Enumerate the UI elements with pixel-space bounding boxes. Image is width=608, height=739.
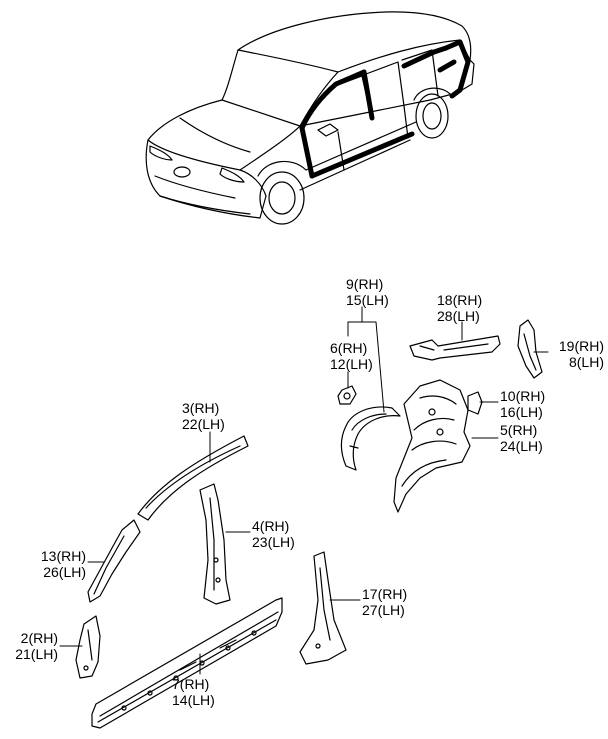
callout-rh-label: 7(RH)	[172, 676, 210, 692]
leader-lines	[59, 306, 549, 675]
part-rear-pillar-lower	[299, 551, 347, 665]
part-center-pillar	[199, 483, 231, 605]
callout-lh-label: 24(LH)	[500, 438, 543, 454]
callout-9-15: 9(RH) 15(LH)	[346, 276, 389, 308]
part-rear-quarter-inner	[393, 379, 471, 513]
callout-lh-label: 23(LH)	[252, 534, 295, 550]
callout-13-26: 13(RH) 26(LH)	[26, 548, 86, 580]
callout-18-28: 18(RH) 28(LH)	[437, 292, 482, 324]
callout-rh-label: 6(RH)	[330, 340, 368, 356]
part-rear-pillar-upper	[517, 319, 543, 379]
callout-rh-label: 19(RH)	[558, 338, 604, 354]
callout-rh-label: 9(RH)	[346, 276, 384, 292]
part-front-pillar-upper	[87, 519, 141, 603]
callout-3-22: 3(RH) 22(LH)	[182, 400, 225, 432]
part-plate-small	[467, 391, 483, 415]
callout-lh-label: 27(LH)	[362, 602, 405, 618]
callout-rh-label: 4(RH)	[252, 518, 290, 534]
callout-lh-label: 12(LH)	[330, 356, 373, 372]
callout-rh-label: 5(RH)	[500, 422, 538, 438]
callout-lh-label: 8(LH)	[568, 354, 604, 370]
part-side-sill	[91, 597, 283, 729]
callout-rh-label: 2(RH)	[20, 630, 58, 646]
callout-lh-label: 21(LH)	[15, 646, 58, 662]
highlighted-side-members	[299, 39, 471, 179]
car-illustration	[145, 11, 475, 225]
callout-lh-label: 28(LH)	[437, 308, 480, 324]
callout-lh-label: 26(LH)	[43, 564, 86, 580]
callout-rh-label: 18(RH)	[437, 292, 483, 308]
callout-7-14: 7(RH) 14(LH)	[172, 676, 215, 708]
callout-lh-label: 22(LH)	[182, 416, 225, 432]
callout-2-21: 2(RH) 21(LH)	[0, 630, 58, 662]
callout-lh-label: 14(LH)	[172, 692, 215, 708]
callout-17-27: 17(RH) 27(LH)	[362, 586, 407, 618]
callout-6-12: 6(RH) 12(LH)	[330, 340, 373, 372]
part-bracket-small	[337, 385, 357, 405]
part-rear-rail	[409, 335, 501, 361]
part-rear-inner-wheelhouse	[340, 406, 401, 471]
callout-rh-label: 17(RH)	[362, 586, 408, 602]
callout-rh-label: 3(RH)	[182, 400, 220, 416]
callout-19-8: 19(RH) 8(LH)	[548, 338, 604, 370]
callout-rh-label: 10(RH)	[500, 388, 546, 404]
callout-lh-label: 15(LH)	[346, 292, 389, 308]
callout-rh-label: 13(RH)	[40, 548, 86, 564]
part-front-pillar-lower	[75, 615, 101, 679]
callout-lh-label: 16(LH)	[500, 404, 543, 420]
callout-10-16: 10(RH) 16(LH)	[500, 388, 545, 420]
callout-4-23: 4(RH) 23(LH)	[252, 518, 295, 550]
part-roof-rail	[137, 435, 249, 521]
callout-5-24: 5(RH) 24(LH)	[500, 422, 543, 454]
